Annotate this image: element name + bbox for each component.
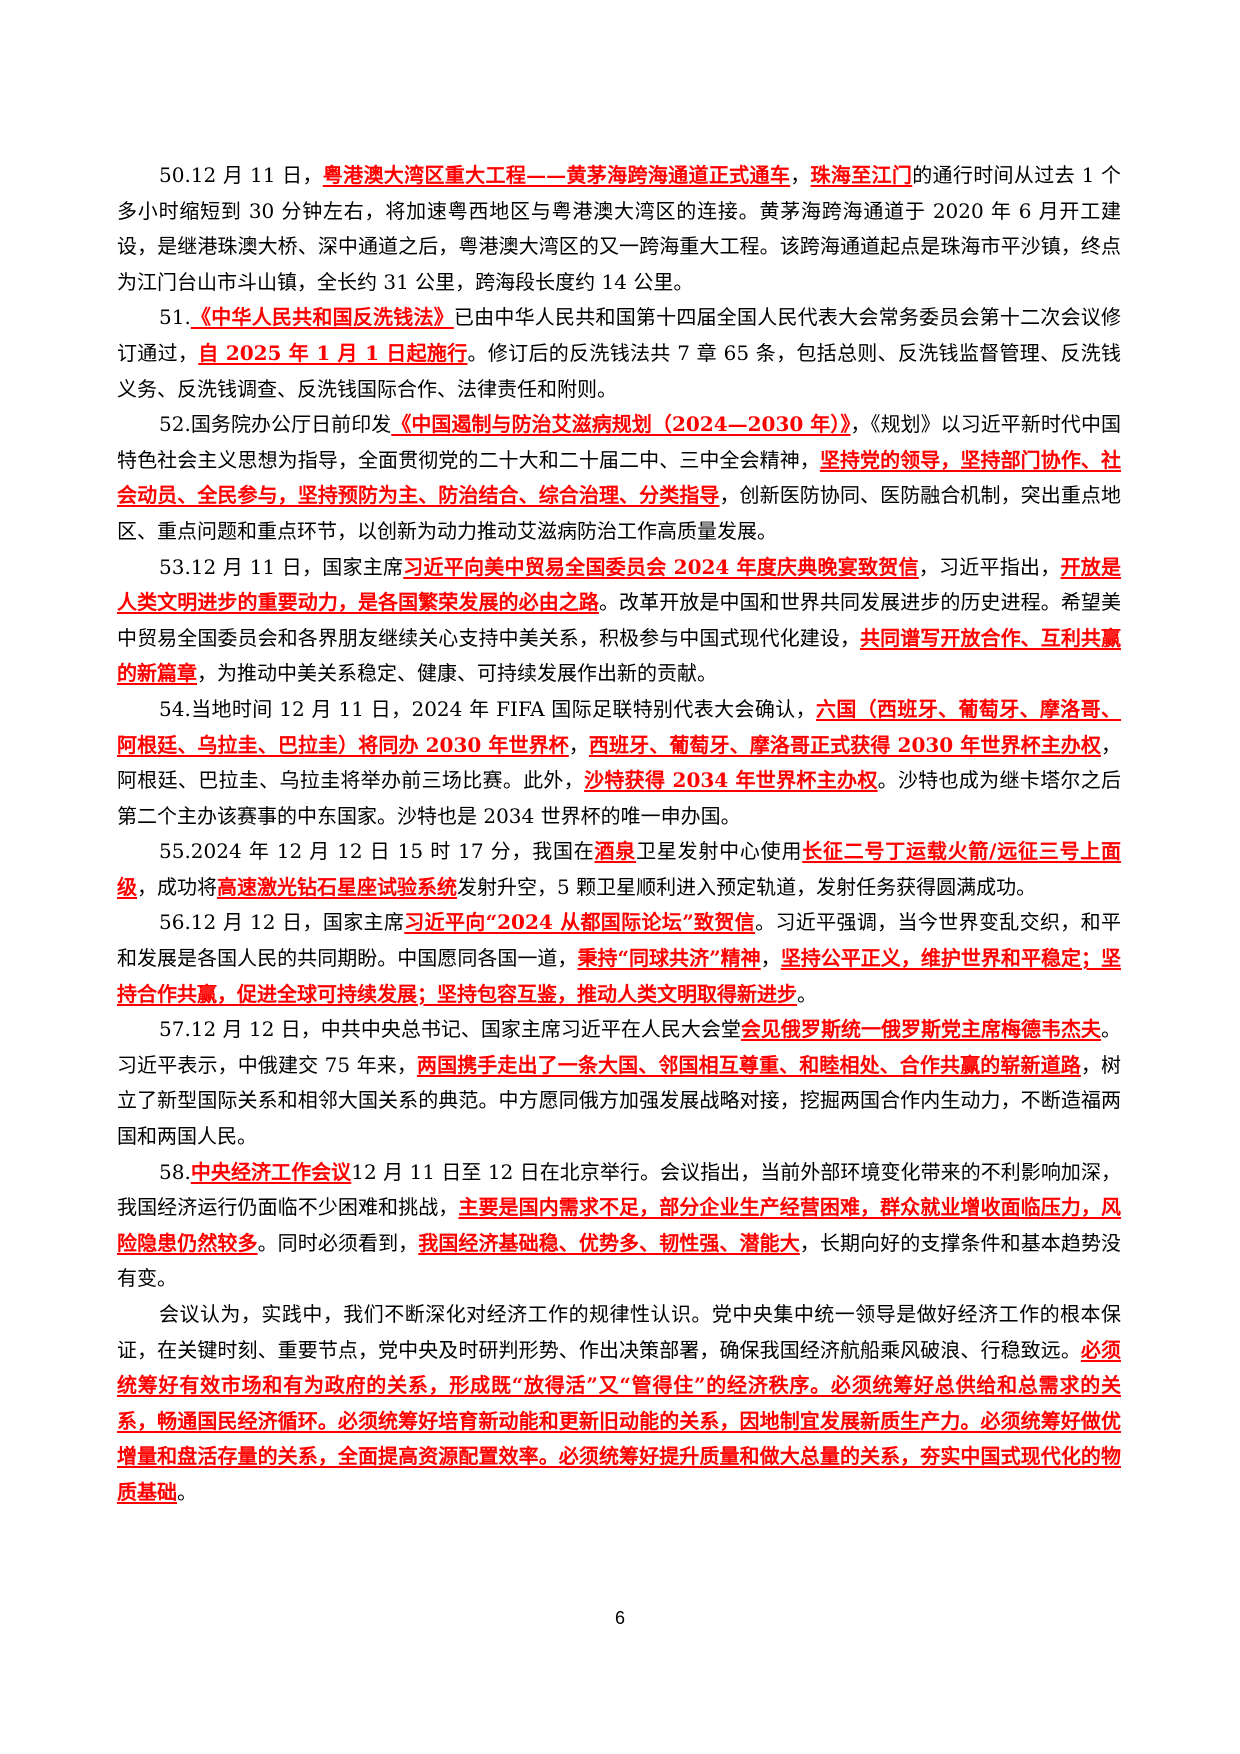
highlighted-text: 主要是国内需求不足，部分企业生产经营困难，群众就业增收面临压力，风险隐患仍然较多 [117, 1195, 1122, 1255]
highlighted-text: 我国经济基础稳、优势多、韧性强、潜能大 [418, 1230, 800, 1255]
document-body: 50.12 月 11 日，粤港澳大湾区重大工程——黄茅海跨海通道正式通车，珠海至… [117, 158, 1121, 1511]
paragraph-2: 51.《中华人民共和国反洗钱法》已由中华人民共和国第十四届全国人民代表大会常务委… [117, 300, 1121, 407]
highlighted-text: 西班牙、葡萄牙、摩洛哥正式获得 2030 年世界杯主办权 [588, 732, 1102, 757]
body-text: ， [790, 163, 811, 187]
body-text: ，习近平指出， [918, 554, 1061, 579]
highlighted-text: 高速激光钻石星座试验系统 [217, 874, 457, 899]
highlighted-text: 自 2025 年 1 月 1 日起施行 [198, 340, 468, 365]
highlighted-text: 珠海至江门 [810, 163, 913, 187]
body-text: 54.当地时间 12 月 11 日，2024 年 FIFA 国际足联特别代表大会… [159, 696, 816, 721]
body-text: ，创新医防协同、医防融合机制，突出重点地区、重点问题和重点环节，以创新为动力推动… [117, 483, 1122, 543]
body-text: 58. [159, 1159, 191, 1184]
body-text: 卫星发射中心使用 [636, 839, 803, 864]
paragraph-4: 53.12 月 11 日，国家主席习近平向美中贸易全国委员会 2024 年度庆典… [117, 550, 1121, 692]
highlighted-text: 沙特获得 2034 年世界杯主办权 [584, 768, 878, 793]
paragraph-10: 会议认为，实践中，我们不断深化对经济工作的规律性认识。党中央集中统一领导是做好经… [117, 1297, 1121, 1511]
paragraph-7: 56.12 月 12 日，国家主席习近平向“2024 从都国际论坛”致贺信。习近… [117, 905, 1121, 1012]
highlighted-text: 习近平向美中贸易全国委员会 2024 年度庆典晚宴致贺信 [403, 554, 919, 579]
paragraph-8: 57.12 月 12 日，中共中央总书记、国家主席习近平在人民大会堂会见俄罗斯统… [117, 1012, 1121, 1154]
highlighted-text: 秉持“同球共济”精神 [577, 946, 761, 971]
page-number: 6 [614, 1608, 625, 1628]
body-text: ，《规划》以习近平新时代中国特色社会主义思想为指导，全面贯彻党的二十大和二十届二… [117, 412, 1122, 472]
body-text: 50.12 月 11 日， [159, 163, 323, 187]
paragraph-3: 52.国务院办公厅日前印发《中国遏制与防治艾滋病规划（2024—2030 年）》… [117, 407, 1121, 549]
body-text: ，阿根廷、巴拉圭、乌拉圭将举办前三场比赛。此外， [117, 732, 1122, 793]
body-text: ，树立了新型国际关系和相邻大国关系的典范。中方愿同俄方加强发展战略对接，挖掘两国… [117, 1052, 1122, 1149]
paragraph-6: 55.2024 年 12 月 12 日 15 时 17 分，我国在酒泉卫星发射中… [117, 834, 1121, 905]
body-text: 。沙特也成为继卡塔尔之后第二个主办该赛事的中东国家。沙特也是 2034 世界杯的… [117, 768, 1122, 828]
body-text: 。 [797, 981, 817, 1006]
body-text: 53.12 月 11 日，国家主席 [159, 554, 404, 579]
body-text: 。 [177, 1479, 197, 1504]
body-text: 。同时必须看到， [257, 1230, 419, 1255]
body-text: 发射升空，5 颗卫星顺利进入预定轨道，发射任务获得圆满成功。 [457, 874, 1037, 899]
paragraph-5: 54.当地时间 12 月 11 日，2024 年 FIFA 国际足联特别代表大会… [117, 692, 1121, 834]
highlighted-text: 共同谱写开放合作、互利共赢的新篇章 [117, 625, 1122, 686]
highlighted-text: 坚持公平正义，维护世界和平稳定；坚持合作共赢，促进全球可持续发展；坚持包容互鉴，… [117, 946, 1122, 1006]
body-text: 。习近平强调，当今世界变乱交织，和平和发展是各国人民的共同期盼。中国愿同各国一道… [117, 910, 1121, 971]
highlighted-text: 中央经济工作会议 [190, 1159, 352, 1184]
highlighted-text: 坚持党的领导，坚持部门协作、社会动员、全民参与，坚持预防为主、防治结合、综合治理… [117, 447, 1122, 508]
body-text: 51. [159, 305, 191, 330]
body-text: 会议认为，实践中，我们不断深化对经济工作的规律性认识。党中央集中统一领导是做好经… [117, 1302, 1121, 1362]
highlighted-text: 粤港澳大湾区重大工程——黄茅海跨海通道正式通车 [322, 163, 791, 187]
body-text: 55.2024 年 12 月 12 日 15 时 17 分，我国在 [159, 839, 595, 864]
highlighted-text: 酒泉 [594, 839, 637, 864]
highlighted-text: 长征二号丁运载火箭/远征三号上面级 [117, 839, 1122, 899]
body-text: ，长期向好的支撑条件和基本趋势没有变。 [117, 1230, 1122, 1291]
body-text: ， [568, 732, 589, 757]
body-text: ，为推动中美关系稳定、健康、可持续发展作出新的贡献。 [197, 661, 717, 686]
body-text: 。习近平表示，中俄建交 75 年来， [117, 1017, 1122, 1077]
body-text: 57.12 月 12 日，中共中央总书记、国家主席习近平在人民大会堂 [159, 1017, 741, 1042]
paragraph-9: 58.中央经济工作会议12 月 11 日至 12 日在北京举行。会议指出，当前外… [117, 1155, 1121, 1297]
body-text: ， [760, 946, 781, 971]
highlighted-text: 《中国遏制与防治艾滋病规划（2024—2030 年）》 [391, 412, 851, 437]
highlighted-text: 六国（西班牙、葡萄牙、摩洛哥、阿根廷、乌拉圭、巴拉圭）将同办 2030 年世界杯 [117, 696, 1122, 757]
highlighted-text: 习近平向“2024 从都国际论坛”致贺信 [404, 910, 756, 935]
body-text: 的通行时间从过去 1 个多小时缩短到 30 分钟左右，将加速粤西地区与粤港澳大湾… [117, 163, 1122, 294]
body-text: ，成功将 [137, 874, 217, 899]
body-text: 。改革开放是中国和世界共同发展进步的历史进程。希望美中贸易全国委员会和各界朋友继… [117, 590, 1122, 650]
paragraph-1: 50.12 月 11 日，粤港澳大湾区重大工程——黄茅海跨海通道正式通车，珠海至… [117, 158, 1121, 300]
body-text: 。修订后的反洗钱法共 7 章 65 条，包括总则、反洗钱监督管理、反洗钱义务、反… [117, 340, 1122, 401]
body-text: 已由中华人民共和国第十四届全国人民代表大会常务委员会第十二次会议修订通过， [117, 305, 1122, 365]
body-text: 56.12 月 12 日，国家主席 [159, 910, 405, 935]
highlighted-text: 《中华人民共和国反洗钱法》 [190, 305, 454, 330]
body-text: 52.国务院办公厅日前印发 [159, 412, 392, 437]
body-text: 12 月 11 日至 12 日在北京举行。会议指出，当前外部环境变化带来的不利影… [117, 1159, 1121, 1220]
highlighted-text: 两国携手走出了一条大国、邻国相互尊重、和睦相处、合作共赢的崭新道路 [416, 1052, 1081, 1077]
highlighted-text: 必须统筹好有效市场和有为政府的关系，形成既“放得活”又“管得住”的经济秩序。必须… [117, 1337, 1122, 1504]
highlighted-text: 开放是人类文明进步的重要动力，是各国繁荣发展的必由之路 [117, 554, 1122, 615]
highlighted-text: 会见俄罗斯统一俄罗斯党主席梅德韦杰夫 [740, 1017, 1102, 1042]
